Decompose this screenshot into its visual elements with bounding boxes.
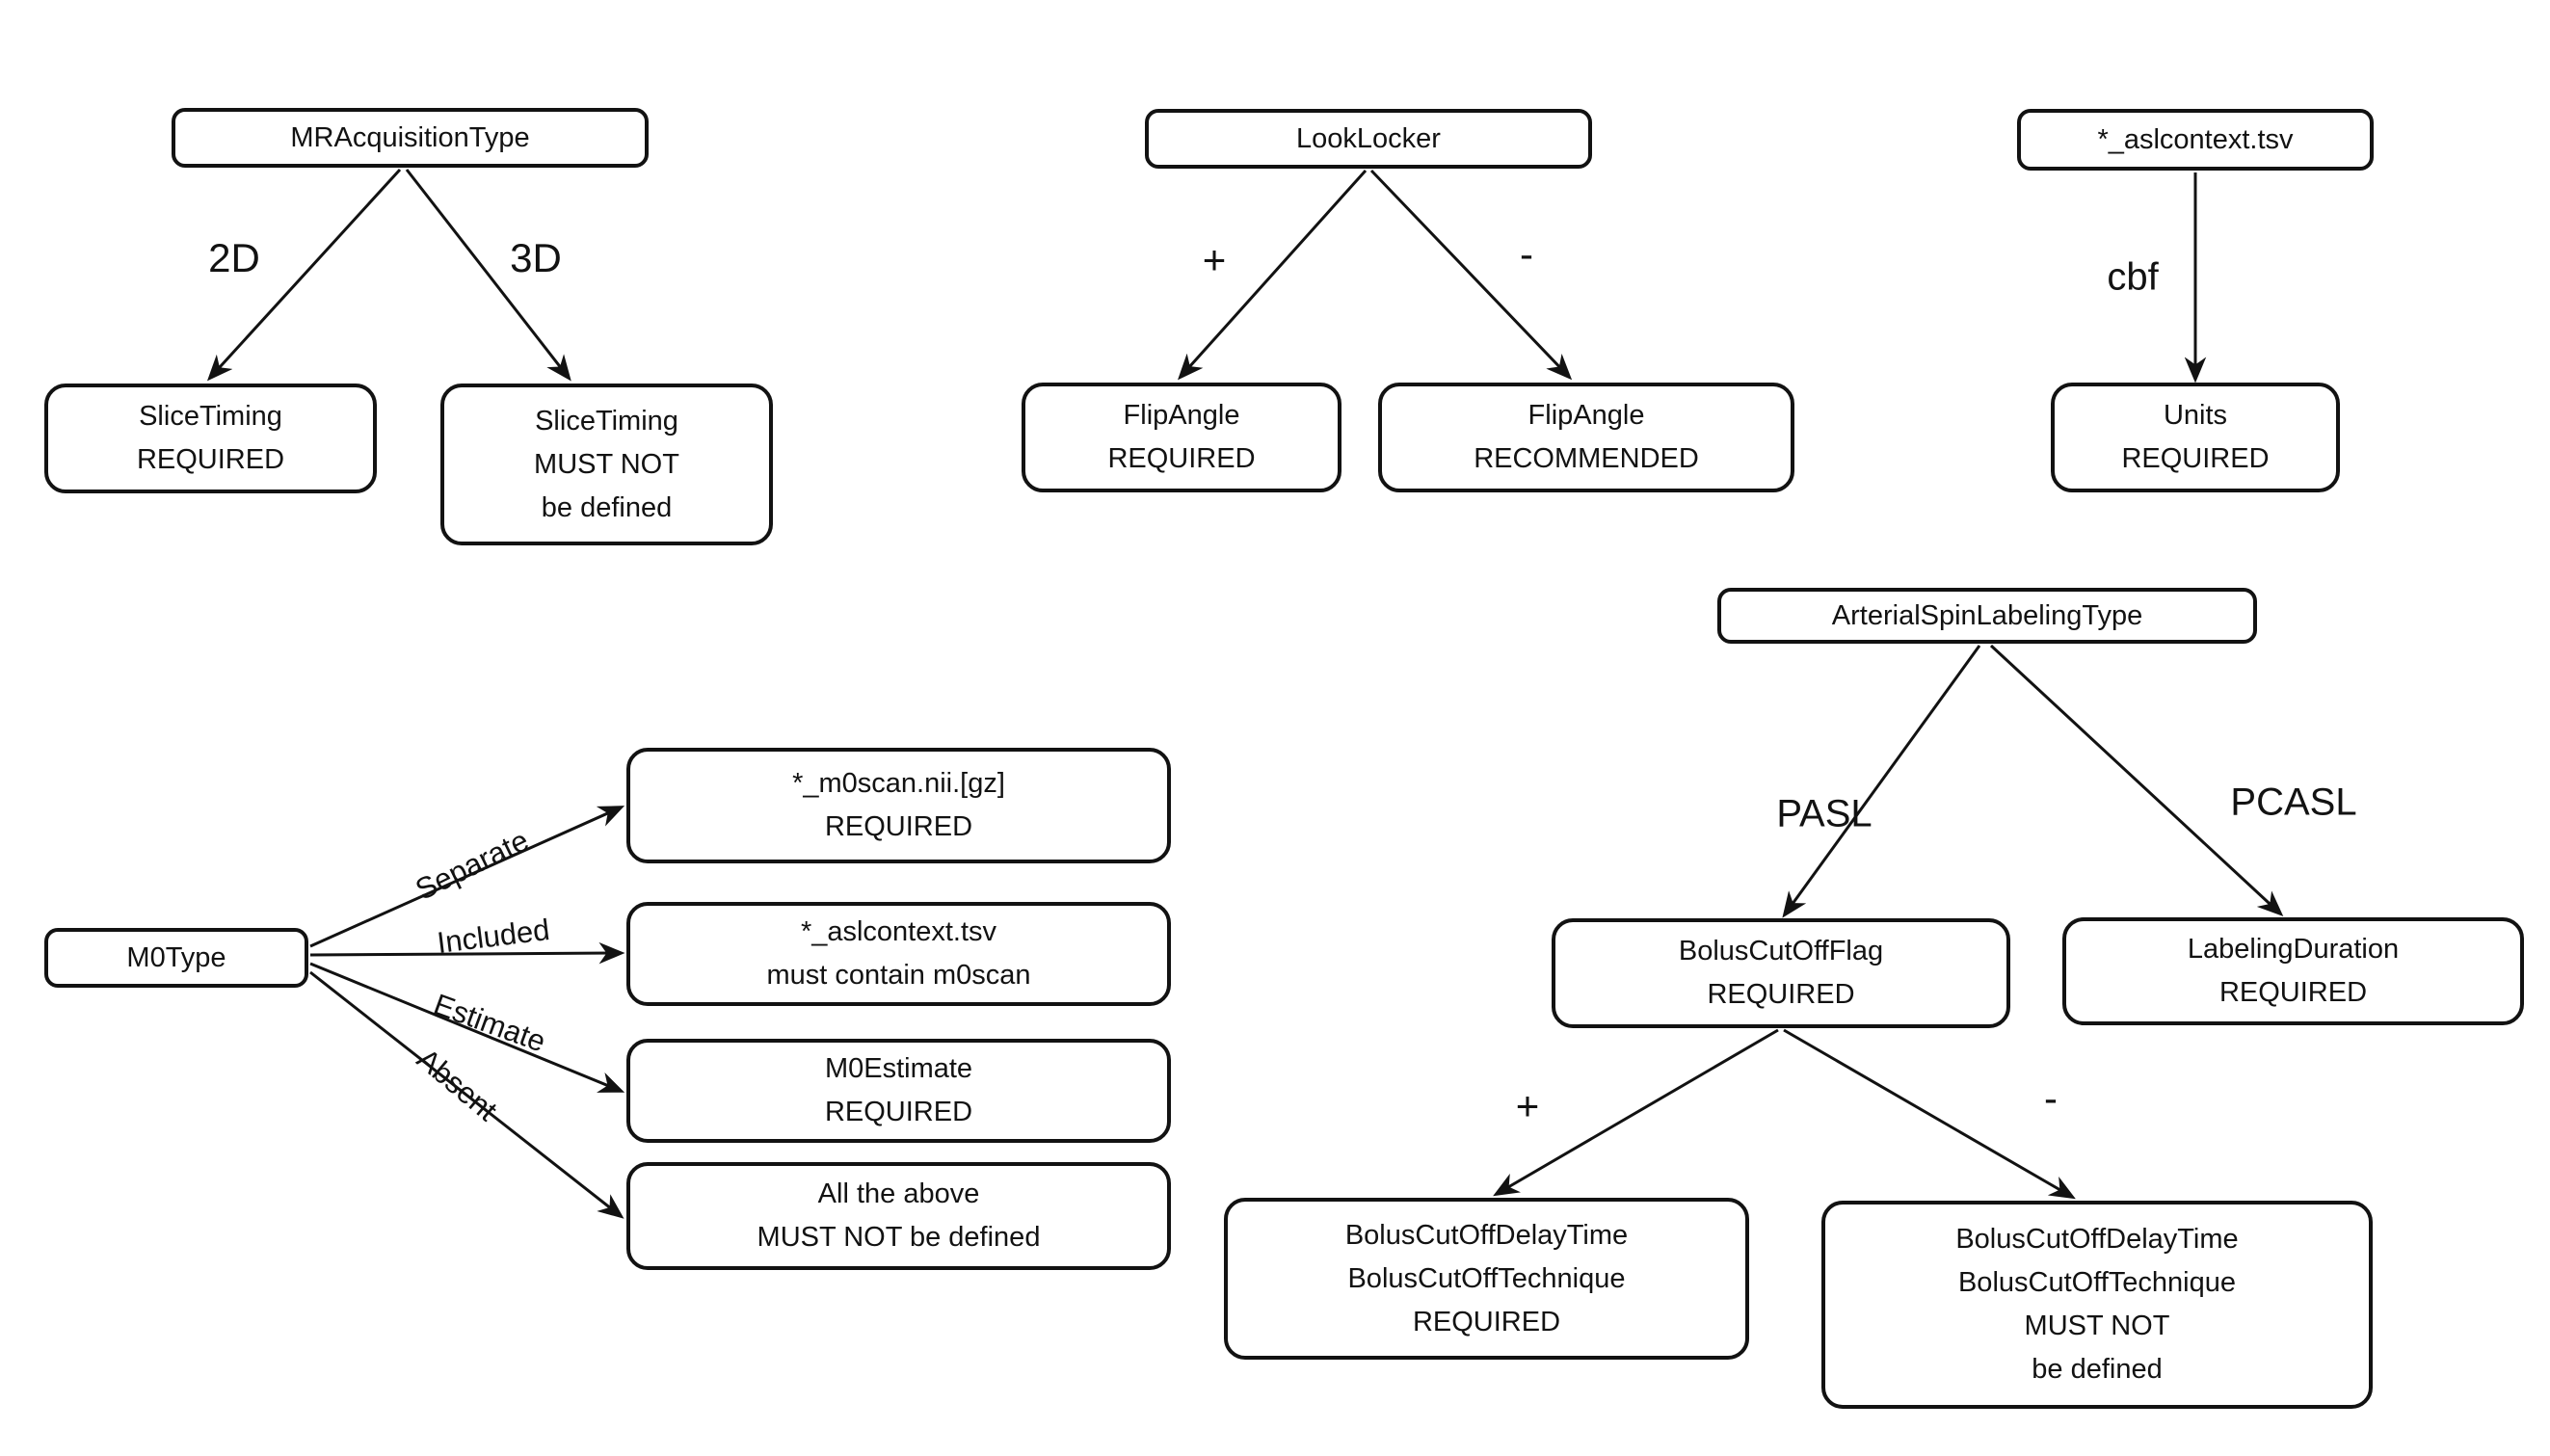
edge-pasl-arrow bbox=[1782, 645, 1981, 918]
edge-label-boluscutoff-plus: + bbox=[1515, 1083, 1540, 1128]
node-label: SliceTiming bbox=[535, 405, 678, 437]
node-label: MUST NOT bbox=[2024, 1310, 2170, 1341]
node-slice-timing-must-not: SliceTiming MUST NOT be defined bbox=[440, 384, 773, 545]
edge-boluscutoff-plus-arrow bbox=[1493, 1028, 1779, 1197]
edge-looklocker-minus-arrow bbox=[1369, 169, 1573, 381]
node-bolus-cutoff-flag: BolusCutOffFlag REQUIRED bbox=[1552, 918, 2010, 1028]
node-label: M0Type bbox=[126, 941, 226, 973]
node-label: FlipAngle bbox=[1527, 400, 1645, 431]
node-flip-angle-required: FlipAngle REQUIRED bbox=[1022, 383, 1341, 492]
node-label: REQUIRED bbox=[824, 1097, 973, 1127]
edge-label-looklocker-plus: + bbox=[1202, 237, 1227, 282]
edge-boluscutoff-minus-arrow bbox=[1783, 1028, 2076, 1200]
edge-mr-3d-arrow bbox=[405, 169, 571, 382]
node-all-above-must-not: All the above MUST NOT be defined bbox=[626, 1162, 1171, 1270]
edge-label-looklocker-minus: - bbox=[1520, 231, 1533, 277]
node-label: REQUIRED bbox=[136, 444, 285, 475]
node-label: BolusCutOffDelayTime bbox=[1955, 1224, 2239, 1255]
node-mr-acquisition-type: MRAcquisitionType bbox=[172, 108, 649, 168]
node-bolus-cutoff-must-not: BolusCutOffDelayTime BolusCutOffTechniqu… bbox=[1821, 1201, 2373, 1409]
node-label: *_aslcontext.tsv bbox=[800, 916, 997, 947]
node-label: BolusCutOffFlag bbox=[1678, 936, 1884, 966]
node-label: must contain m0scan bbox=[766, 960, 1031, 991]
node-label: LookLocker bbox=[1296, 122, 1441, 154]
node-label: REQUIRED bbox=[2218, 977, 2368, 1008]
node-label: All the above bbox=[817, 1178, 980, 1209]
node-m0-estimate-required: M0Estimate REQUIRED bbox=[626, 1039, 1171, 1143]
edge-m0-separate-arrow bbox=[309, 806, 625, 948]
node-m0scan-required: *_m0scan.nii.[gz] REQUIRED bbox=[626, 748, 1171, 863]
node-label: Units bbox=[2163, 400, 2228, 431]
node-label: ArterialSpinLabelingType bbox=[1831, 599, 2143, 631]
edge-m0-absent-arrow bbox=[309, 970, 624, 1219]
edge-mr-2d-arrow bbox=[206, 168, 402, 382]
node-label: be defined bbox=[2032, 1354, 2163, 1385]
edge-label-3d: 3D bbox=[510, 235, 562, 280]
node-label: REQUIRED bbox=[1707, 979, 1855, 1010]
node-label: MRAcquisitionType bbox=[290, 121, 530, 153]
node-aslcontext-m0scan: *_aslcontext.tsv must contain m0scan bbox=[626, 902, 1171, 1006]
node-slice-timing-required: SliceTiming REQUIRED bbox=[44, 384, 377, 493]
node-label: M0Estimate bbox=[824, 1053, 973, 1084]
edge-m0-estimate-arrow bbox=[309, 962, 625, 1093]
node-label: RECOMMENDED bbox=[1474, 443, 1699, 474]
node-label: MUST NOT be defined bbox=[757, 1222, 1041, 1253]
edge-label-2d: 2D bbox=[208, 235, 260, 280]
node-aslcontext-tsv: *_aslcontext.tsv bbox=[2017, 109, 2374, 171]
edge-label-boluscutoff-minus: - bbox=[2044, 1075, 2058, 1121]
node-label: REQUIRED bbox=[1412, 1306, 1561, 1337]
node-label: REQUIRED bbox=[2121, 443, 2270, 474]
edge-label-cbf: cbf bbox=[2107, 255, 2159, 299]
edge-label-pasl: PASL bbox=[1776, 792, 1873, 835]
node-label: *_m0scan.nii.[gz] bbox=[792, 768, 1005, 799]
node-label: BolusCutOffDelayTime bbox=[1344, 1219, 1629, 1251]
edge-m0-included-arrow bbox=[309, 941, 625, 965]
node-bolus-cutoff-required: BolusCutOffDelayTime BolusCutOffTechniqu… bbox=[1224, 1198, 1749, 1360]
node-label: *_aslcontext.tsv bbox=[2097, 123, 2294, 155]
node-label: BolusCutOffTechnique bbox=[1957, 1267, 2237, 1298]
node-label: REQUIRED bbox=[824, 811, 973, 842]
node-units-required: Units REQUIRED bbox=[2051, 383, 2340, 492]
edge-looklocker-plus-arrow bbox=[1177, 169, 1368, 381]
node-asl-type: ArterialSpinLabelingType bbox=[1717, 588, 2257, 644]
node-look-locker: LookLocker bbox=[1145, 109, 1592, 169]
edge-pcasl-arrow bbox=[1989, 644, 2284, 917]
node-flip-angle-recommended: FlipAngle RECOMMENDED bbox=[1378, 383, 1794, 492]
node-label: LabelingDuration bbox=[2187, 934, 2400, 965]
node-label: be defined bbox=[541, 491, 673, 523]
edge-label-pcasl: PCASL bbox=[2230, 781, 2357, 824]
node-label: REQUIRED bbox=[1107, 443, 1256, 474]
node-label: MUST NOT bbox=[534, 448, 679, 480]
node-label: SliceTiming bbox=[139, 401, 282, 432]
node-label: FlipAngle bbox=[1123, 400, 1240, 431]
node-label: BolusCutOffTechnique bbox=[1347, 1262, 1626, 1294]
node-m0-type: M0Type bbox=[44, 928, 308, 988]
node-labeling-duration: LabelingDuration REQUIRED bbox=[2062, 917, 2524, 1025]
